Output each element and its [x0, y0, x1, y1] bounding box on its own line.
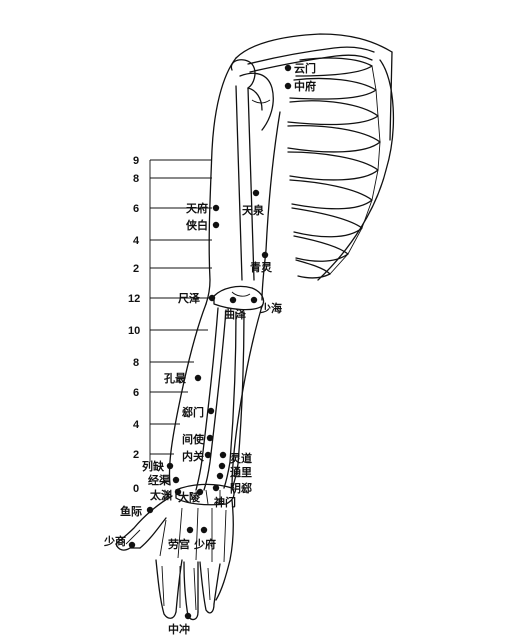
acupoint-dot-lieque: [166, 462, 174, 470]
scale-label-s8: 8: [133, 173, 139, 185]
acupoint-dot-zhongfu: [284, 82, 292, 90]
acupoint-dot-tianquan: [252, 189, 260, 197]
acupoint-dots: [128, 64, 292, 620]
acupoint-dot-yinxi: [216, 472, 224, 480]
acupoint-label-tianfu: 天府: [186, 201, 208, 215]
scale-label-s10: 10: [128, 325, 140, 337]
scale-label-s2b: 2: [133, 449, 139, 461]
scale-label-s4b: 4: [133, 419, 140, 431]
acupoint-dot-quze: [229, 296, 237, 304]
acupoint-dot-chize: [208, 294, 216, 302]
scale-label-s0: 0: [133, 483, 139, 495]
acupoint-dot-shaofu: [200, 526, 208, 534]
scapula: [239, 72, 274, 131]
scale-label-s6b: 6: [133, 387, 139, 399]
scale-label-s2a: 2: [133, 263, 139, 275]
elbow-joint: [213, 285, 265, 311]
acupoint-dot-tongli: [218, 462, 226, 470]
acupoint-label-xiabai: 侠白: [186, 218, 208, 232]
acupoint-label-yuji: 鱼际: [120, 504, 142, 518]
acupoint-dot-jingqu: [172, 476, 180, 484]
acupoint-label-kongzui: 孔最: [164, 372, 187, 385]
radius-ulna: [195, 307, 245, 491]
acupoint-label-yinxi: 阴郄: [230, 481, 252, 495]
acupoint-label-zhongfu: 中府: [294, 79, 316, 93]
acupoint-dot-shaohai: [250, 296, 258, 304]
acupoint-dot-laogong: [186, 526, 194, 534]
scale-label-s8b: 8: [133, 357, 139, 369]
acupoint-dot-taiyuan: [174, 488, 182, 496]
acupoint-dot-tianfu: [212, 204, 220, 212]
acupoint-label-quze: 曲泽: [224, 307, 246, 321]
acupoint-label-zhongchong: 中冲: [168, 622, 190, 636]
rib-cage: [287, 57, 381, 279]
acupoint-label-neiguan: 内关: [182, 449, 204, 463]
acupoint-dot-lingdao: [219, 451, 227, 459]
acupoint-dot-neiguan: [204, 451, 212, 459]
acupoint-label-chize: 尺泽: [178, 292, 200, 305]
scale-label-s4a: 4: [133, 235, 140, 247]
acupoint-label-taiyuan: 太渊: [149, 488, 172, 502]
acupoint-dot-daling: [196, 488, 204, 496]
scale-ruler: 9 8 6 4 2 12 10 8 6 4 2 0: [128, 155, 212, 495]
acupoint-dot-yunmen: [284, 64, 292, 72]
hand-outline: [115, 495, 234, 621]
acupoint-label-laogong: 劳宫: [168, 537, 190, 551]
humerus: [230, 59, 271, 281]
acupoint-label-yunmen: 云门: [294, 61, 316, 75]
clavicle: [247, 46, 375, 73]
acupoint-label-shaohai: 少海: [259, 301, 282, 315]
acupoint-label-lieque: 列缺: [142, 459, 165, 473]
acupoint-dot-xiabai: [212, 221, 220, 229]
acupoint-labels: 云门中府天府侠白 天泉青灵尺泽曲泽少海孔最郄门间使内关 灵道通里阴郄 列缺经渠太渊大陵…: [103, 61, 316, 636]
acupoint-dot-jianshi: [206, 434, 214, 442]
acupoint-dot-zhongchong: [184, 612, 192, 620]
hand-bones: [125, 507, 227, 611]
wrist-bones: [175, 483, 235, 506]
acupoint-label-shenmen: 神门: [214, 495, 236, 509]
scale-label-s12: 12: [128, 293, 140, 305]
acupoint-label-shaofu: 少府: [193, 537, 216, 551]
acupoint-dot-shaoshang: [128, 541, 136, 549]
acupoint-label-lingdao: 灵道: [230, 451, 252, 465]
acupoint-label-jianshi: 间使: [182, 432, 205, 446]
acupoint-label-jingqu: 经渠: [148, 473, 171, 487]
scale-label-s6a: 6: [133, 203, 139, 215]
acupoint-label-ximen: 郄门: [181, 405, 204, 419]
acupoint-dot-qingling: [261, 251, 269, 259]
acupoint-dot-kongzui: [194, 374, 202, 382]
acupoint-label-qingling: 青灵: [250, 260, 273, 274]
acupoint-label-daling: 大陵: [178, 490, 201, 504]
acupoint-label-tianquan: 天泉: [242, 203, 265, 217]
acupoint-dot-ximen: [207, 407, 215, 415]
acupoint-label-tongli: 通里: [230, 466, 252, 479]
acupoint-label-shaoshang: 少商: [103, 534, 126, 548]
scale-label-s9: 9: [133, 155, 139, 167]
acupoint-dot-yuji: [146, 506, 154, 514]
acupoint-dot-shenmen: [212, 484, 220, 492]
